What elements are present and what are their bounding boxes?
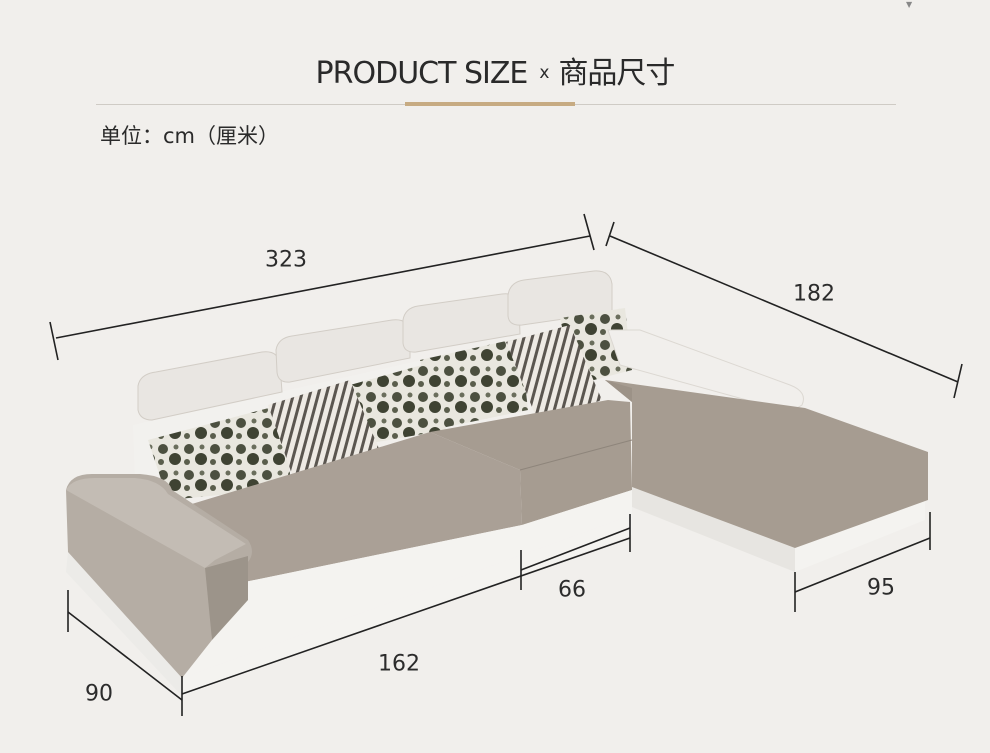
dimension-seat-depth: 66 (558, 577, 586, 603)
title-separator: x (539, 62, 549, 83)
dimension-chaise-length: 182 (793, 281, 835, 307)
dimension-depth: 90 (85, 681, 113, 707)
dimension-total-length: 323 (265, 247, 307, 273)
dropdown-triangle-icon: ▼ (906, 0, 913, 9)
title-divider-accent (405, 102, 575, 106)
title-english: PRODUCT SIZE (315, 56, 529, 91)
unit-label: 单位：cm（厘米） (100, 124, 280, 148)
dimension-chaise-width: 95 (867, 575, 895, 601)
page-title: PRODUCT SIZE x 商品尺寸 (0, 48, 990, 92)
dimension-front-length: 162 (378, 651, 420, 677)
title-chinese: 商品尺寸 (558, 56, 675, 91)
